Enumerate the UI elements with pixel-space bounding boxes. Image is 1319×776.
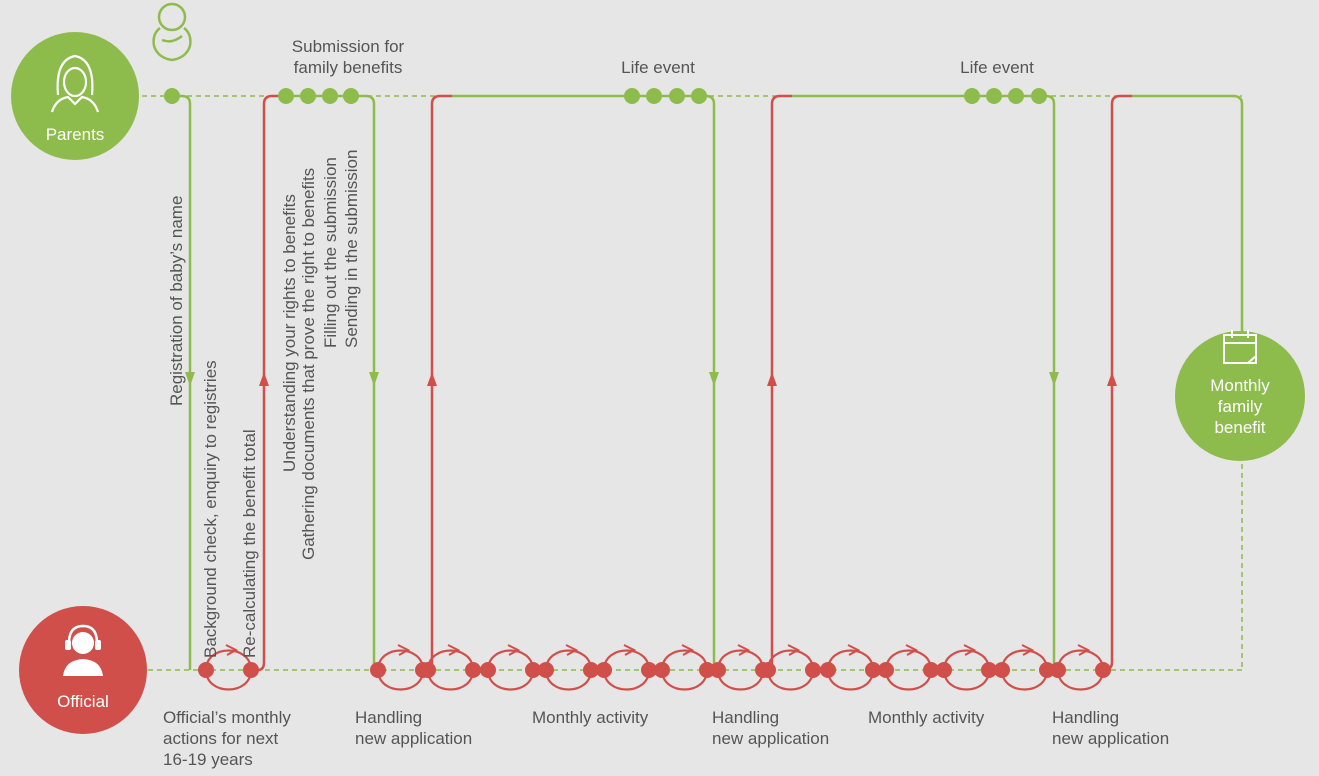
activity-cycle-arrow — [1021, 644, 1035, 656]
activity-cycle-arrow — [681, 644, 695, 656]
activity-cycle-dot — [654, 662, 670, 678]
handling-2-line-1: Handling — [712, 708, 779, 727]
activity-cycle-arrow — [623, 644, 637, 656]
monthly-activity-1-label: Monthly activity — [532, 708, 649, 727]
benefit-label-line-3: benefit — [1214, 418, 1265, 437]
activity-cycle-dot — [994, 662, 1010, 678]
recalculating-label: Re-calculating the benefit total — [240, 429, 259, 658]
activity-cycle-dot — [641, 662, 657, 678]
registration-label: Registration of baby’s name — [167, 196, 186, 406]
activity-cycle-dot — [936, 662, 952, 678]
monthly-activity-2-label: Monthly activity — [868, 708, 985, 727]
activity-cycle-dot — [805, 662, 821, 678]
activity-cycle-arrow — [905, 644, 919, 656]
activity-cycle-dot — [596, 662, 612, 678]
activity-cycle-arrow — [565, 644, 579, 656]
official-label: Official — [57, 692, 109, 711]
activity-cycle-arrow — [1077, 644, 1091, 656]
activity-cycle-dot — [538, 662, 554, 678]
calendar-icon — [1223, 330, 1257, 364]
handling-2-line-2: new application — [712, 729, 829, 748]
life-event-label-2: Life event — [960, 58, 1034, 77]
activity-cycle-dot — [878, 662, 894, 678]
filling-label: Filling out the submission — [321, 157, 340, 348]
red-flow-lines — [251, 94, 1132, 672]
activity-cycle-dot — [923, 662, 939, 678]
activity-cycle-dot — [710, 662, 726, 678]
activity-cycle-dot — [420, 662, 436, 678]
activity-cycle-dot — [583, 662, 599, 678]
activity-cycle-dot — [1039, 662, 1055, 678]
benefit-label-line-1: Monthly — [1210, 376, 1270, 395]
activity-cycle-dot — [525, 662, 541, 678]
flow-arrowheads — [185, 372, 1117, 386]
submission-label-line-1: Submission for — [292, 37, 405, 56]
activity-cycle-arrow — [447, 644, 461, 656]
submission-label-line-2: family benefits — [294, 58, 403, 77]
activity-cycle-arrow — [397, 644, 411, 656]
activity-cycle-dot — [1095, 662, 1111, 678]
official-activity-cycles — [198, 644, 1111, 691]
official-monthly-line-3: 16-19 years — [163, 750, 253, 769]
activity-cycle-dot — [198, 662, 214, 678]
activity-cycle-dot — [820, 662, 836, 678]
official-actor: Official — [19, 606, 147, 734]
activity-cycle-dot — [760, 662, 776, 678]
activity-cycle-dot — [981, 662, 997, 678]
activity-cycle-dot — [480, 662, 496, 678]
life-event-label-1: Life event — [621, 58, 695, 77]
parents-actor: Parents — [11, 32, 139, 160]
activity-cycle-dot — [865, 662, 881, 678]
handling-3-line-2: new application — [1052, 729, 1169, 748]
official-monthly-line-1: Official’s monthly — [163, 708, 291, 727]
activity-cycle-dot — [1050, 662, 1066, 678]
activity-cycle-arrow — [507, 644, 521, 656]
benefit-label-line-2: family — [1218, 397, 1263, 416]
monthly-benefit-actor: Monthly family benefit — [1175, 330, 1305, 461]
sending-label: Sending in the submission — [342, 150, 361, 348]
activity-cycle-dot — [699, 662, 715, 678]
official-monthly-line-2: actions for next — [163, 729, 279, 748]
gathering-label: Gathering documents that prove the right… — [299, 168, 318, 560]
background-check-label: Background check, enquiry to registries — [201, 360, 220, 658]
activity-cycle-arrow — [847, 644, 861, 656]
understanding-label: Understanding your rights to benefits — [280, 194, 299, 472]
handling-3-line-1: Handling — [1052, 708, 1119, 727]
activity-cycle-arrow — [787, 644, 801, 656]
woman-icon — [50, 54, 100, 113]
parents-step-dots — [164, 88, 1047, 104]
activity-cycle-arrow — [963, 644, 977, 656]
call-agent-icon — [63, 624, 103, 676]
baby-icon — [152, 2, 192, 62]
handling-1-line-2: new application — [355, 729, 472, 748]
activity-cycle-arrow — [737, 644, 751, 656]
activity-cycle-dot — [243, 662, 259, 678]
handling-1-line-1: Handling — [355, 708, 422, 727]
activity-cycle-dot — [465, 662, 481, 678]
activity-cycle-dot — [370, 662, 386, 678]
activity-cycle-arrow — [225, 644, 239, 656]
parents-label: Parents — [46, 125, 105, 144]
